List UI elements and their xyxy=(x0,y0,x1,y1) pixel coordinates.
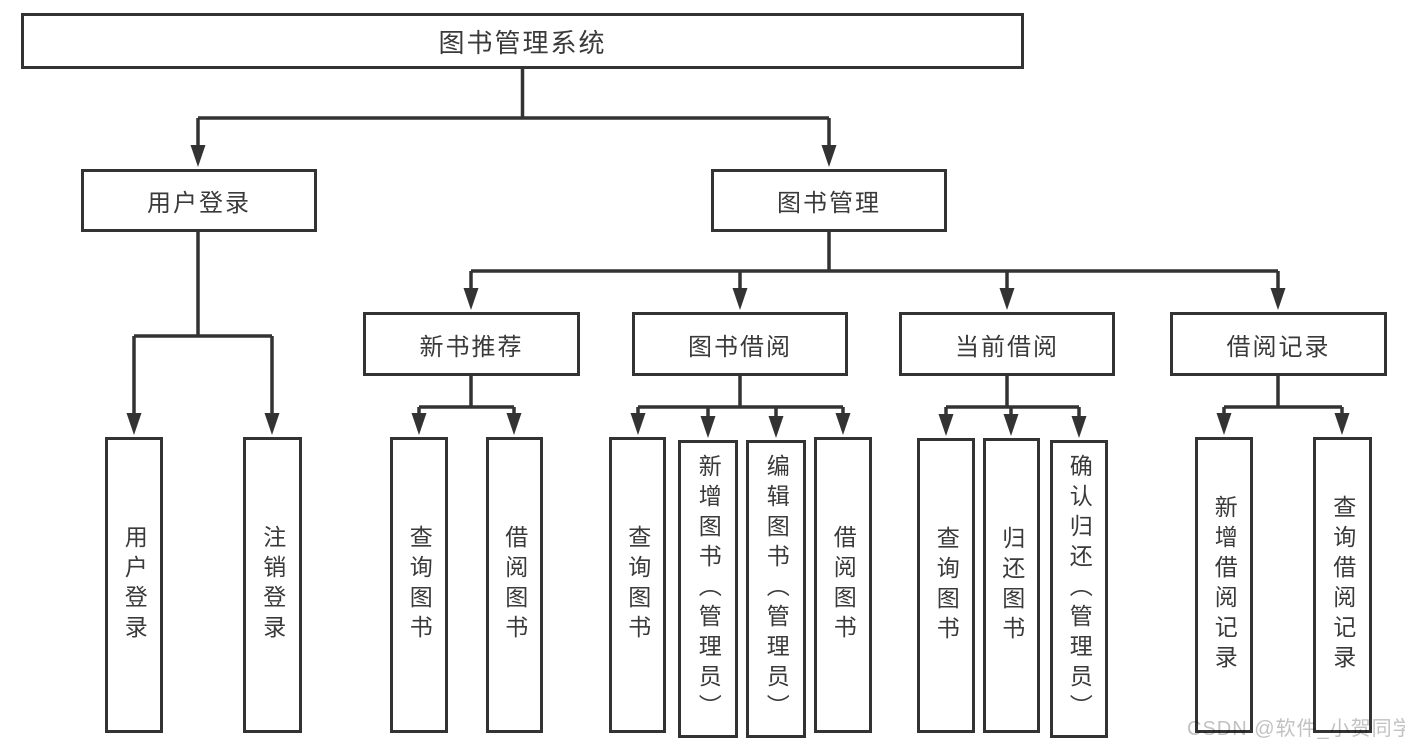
leaf-confirm-return-admin: 确认归还（管理员） xyxy=(1050,440,1108,738)
node-borrow-records-label: 借阅记录 xyxy=(1226,333,1331,361)
leaf-add-borrow-record: 新增借阅记录 xyxy=(1195,437,1253,733)
node-book-borrowing: 图书借阅 xyxy=(632,312,848,376)
node-new-book-recommend: 新书推荐 xyxy=(363,312,580,376)
leaf-user-login: 用户登录 xyxy=(105,437,163,733)
leaf-borrow-book-recommend: 借阅图书 xyxy=(486,437,543,733)
leaf-add-book-admin: 新增图书（管理员） xyxy=(678,440,738,738)
node-user-login: 用户登录 xyxy=(81,169,317,232)
node-book-management-label: 图书管理 xyxy=(777,190,881,217)
leaf-return-book: 归还图书 xyxy=(983,438,1040,733)
node-book-management: 图书管理 xyxy=(711,169,947,232)
node-current-borrowing: 当前借阅 xyxy=(899,312,1115,376)
leaf-logout: 注销登录 xyxy=(243,437,302,733)
node-user-login-label: 用户登录 xyxy=(147,190,251,217)
node-library-system: 图书管理系统 xyxy=(21,13,1024,69)
node-borrow-records: 借阅记录 xyxy=(1170,312,1387,376)
leaf-edit-book-admin: 编辑图书（管理员） xyxy=(746,440,806,738)
csdn-watermark: CSDN @软件_小贺同学 xyxy=(1187,718,1405,740)
leaf-borrow-book-borrowing: 借阅图书 xyxy=(814,437,872,733)
node-new-book-recommend-label: 新书推荐 xyxy=(419,333,524,361)
leaf-query-borrow-record: 查询借阅记录 xyxy=(1313,437,1372,733)
leaf-query-book-borrowing: 查询图书 xyxy=(609,437,666,733)
leaf-query-book-current: 查询图书 xyxy=(917,438,975,733)
node-current-borrowing-label: 当前借阅 xyxy=(955,333,1059,361)
leaf-query-book-recommend: 查询图书 xyxy=(390,437,448,733)
arrowheads xyxy=(126,145,1350,438)
node-library-system-label: 图书管理系统 xyxy=(438,27,607,58)
node-book-borrowing-label: 图书借阅 xyxy=(688,333,792,361)
